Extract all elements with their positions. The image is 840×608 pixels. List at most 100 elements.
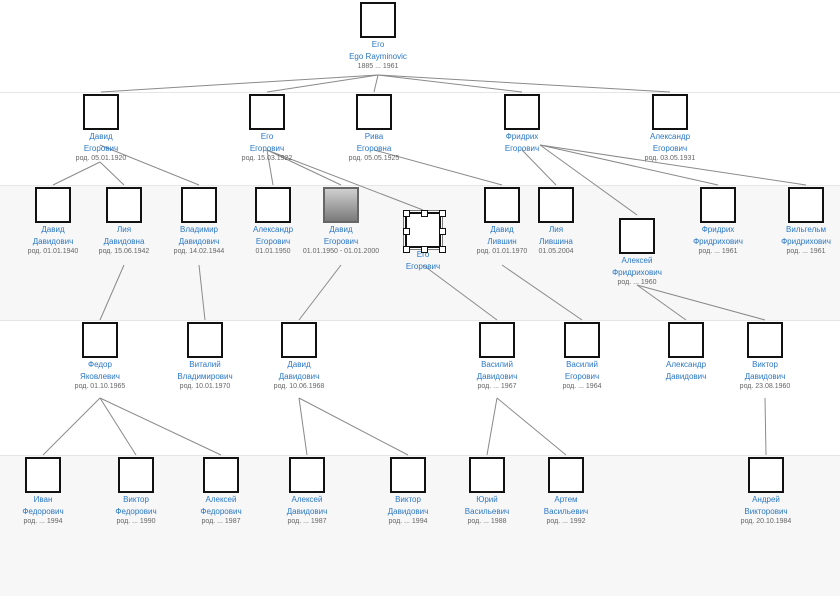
person-photo-box[interactable]	[700, 187, 736, 223]
person-name[interactable]: Давид	[89, 132, 113, 141]
resize-handle[interactable]	[403, 228, 410, 235]
person-photo-box[interactable]	[479, 322, 515, 358]
person-photo-box[interactable]	[504, 94, 540, 130]
person-photo-box[interactable]	[118, 457, 154, 493]
person-name-2[interactable]: Федорович	[200, 507, 242, 516]
person-name-2[interactable]: Давидович	[665, 372, 707, 381]
person-name[interactable]: Виталий	[189, 360, 221, 369]
person-photo-box[interactable]	[747, 322, 783, 358]
person-name-2[interactable]: Егорович	[564, 372, 600, 381]
person-name[interactable]: Андрей	[752, 495, 780, 504]
person-name[interactable]: Лия	[548, 225, 564, 234]
person-name[interactable]: Фридрих	[701, 225, 735, 234]
resize-handle[interactable]	[403, 246, 410, 253]
person-name-2[interactable]: Егорович	[249, 144, 285, 153]
person-name-2[interactable]: Давидович	[286, 507, 328, 516]
person-photo-box[interactable]	[548, 457, 584, 493]
person-name-2[interactable]: Викторович	[744, 507, 788, 516]
person-name[interactable]: Александр	[665, 360, 707, 369]
person-name[interactable]: Фридрих	[505, 132, 539, 141]
person-photo-box[interactable]	[538, 187, 574, 223]
person-name-2[interactable]: Фридрихович	[612, 268, 662, 277]
person-name[interactable]: Давид	[41, 225, 65, 234]
resize-handle[interactable]	[403, 210, 410, 217]
person-name-2[interactable]: Егорович	[83, 144, 119, 153]
resize-handle[interactable]	[439, 246, 446, 253]
person-name-2[interactable]: Егорович	[323, 237, 359, 246]
person-photo-box[interactable]	[83, 94, 119, 130]
person-photo-box[interactable]	[249, 94, 285, 130]
person-photo-box[interactable]	[25, 457, 61, 493]
person-name-2[interactable]: Владимирович	[177, 372, 233, 381]
person-photo-box[interactable]	[289, 457, 325, 493]
person-name[interactable]: Его	[416, 250, 430, 259]
person-photo-box[interactable]	[619, 218, 655, 254]
person-photo-box[interactable]	[255, 187, 291, 223]
person-name[interactable]: Владимир	[179, 225, 218, 234]
person-name[interactable]: Виктор	[752, 360, 778, 369]
person-name[interactable]: Александр	[252, 225, 294, 234]
resize-handle[interactable]	[439, 228, 446, 235]
person-name-2[interactable]: Федорович	[22, 507, 64, 516]
person-name[interactable]: Виктор	[395, 495, 421, 504]
person-name-2[interactable]: Давидович	[744, 372, 786, 381]
person-photo-box[interactable]	[788, 187, 824, 223]
person-photo-box[interactable]	[181, 187, 217, 223]
person-name[interactable]: Лия	[116, 225, 132, 234]
person-name-2[interactable]: Федорович	[115, 507, 157, 516]
person-photo-box[interactable]	[187, 322, 223, 358]
person-photo-box[interactable]	[652, 94, 688, 130]
person-photo-box[interactable]	[356, 94, 392, 130]
person-name-2[interactable]: Лившина	[539, 237, 573, 246]
person-name-2[interactable]: Ego Rayminovic	[349, 52, 407, 61]
person-name-2[interactable]: Егорович	[504, 144, 540, 153]
person-name[interactable]: Артем	[554, 495, 578, 504]
person-name[interactable]: Рива	[364, 132, 384, 141]
resize-handle[interactable]	[439, 210, 446, 217]
person-photo-box[interactable]	[35, 187, 71, 223]
person-name[interactable]: Вильгельм	[786, 225, 826, 234]
person-name[interactable]: Алексей	[621, 256, 653, 265]
person-photo-box[interactable]	[469, 457, 505, 493]
person-name-2[interactable]: Давидович	[387, 507, 429, 516]
person-name-2[interactable]: Давидович	[32, 237, 74, 246]
person-name[interactable]: Давид	[490, 225, 514, 234]
person-name[interactable]: Его	[260, 132, 274, 141]
person-name[interactable]: Василий	[481, 360, 513, 369]
person-name-2[interactable]: Фридрихович	[781, 237, 831, 246]
person-name-2[interactable]: Давидовна	[103, 237, 145, 246]
person-name[interactable]: Виктор	[123, 495, 149, 504]
person-photo-box[interactable]	[203, 457, 239, 493]
person-root[interactable]: Его Ego Rayminovic 1885 ... 1961	[318, 2, 438, 71]
person-name[interactable]: Василий	[566, 360, 598, 369]
person-name-2[interactable]: Егорович	[652, 144, 688, 153]
person-name-2[interactable]: Егорович	[405, 262, 441, 271]
